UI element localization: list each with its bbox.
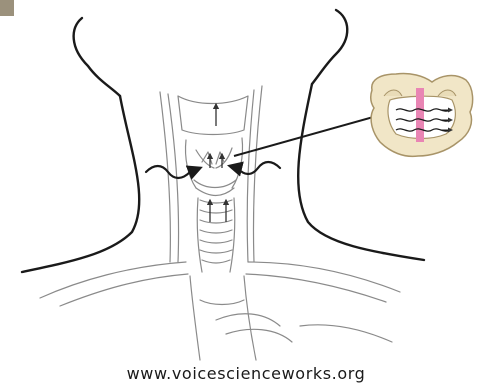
- trachea-ring-5: [200, 240, 232, 243]
- clavicle-right-1: [248, 262, 400, 292]
- jaw-outline-right: [312, 10, 347, 84]
- throat-line-right-1: [253, 86, 262, 262]
- clavicle-left-2: [60, 274, 188, 306]
- trachea-ring-6: [200, 250, 232, 253]
- trachea-wall-left: [197, 198, 202, 272]
- clavicle-left-1: [40, 262, 186, 298]
- throat-line-left-1: [160, 92, 170, 262]
- sternum-right: [244, 276, 256, 360]
- internal-structures: [40, 86, 400, 360]
- vocal-fold-motion: [146, 162, 280, 178]
- trachea-ring-3: [200, 220, 232, 223]
- epiglottis: [178, 96, 248, 135]
- thyroid-right: [232, 138, 243, 188]
- rib-lower-2: [226, 329, 292, 342]
- website-caption: www.voicescienceworks.org: [0, 364, 492, 383]
- trachea-ring-1: [200, 200, 232, 203]
- sternal-notch: [200, 300, 244, 305]
- trachea-wall-right: [230, 198, 235, 272]
- clavicle-right-2: [246, 274, 386, 302]
- vocal-fold-highlight: [416, 88, 424, 142]
- jaw-outline-left: [74, 18, 120, 96]
- wavy-arrow-icon: [146, 166, 200, 178]
- inset-pointer-line: [234, 114, 384, 156]
- cricoid-upper: [194, 180, 236, 188]
- trachea-ring-2: [200, 210, 232, 213]
- larynx-diagram: [0, 0, 492, 362]
- trachea-ring-7: [202, 260, 230, 263]
- arytenoid-right: [216, 152, 224, 164]
- trachea-ring-4: [200, 230, 232, 233]
- sternum-left: [190, 276, 200, 360]
- glottis-left: [196, 150, 214, 168]
- cricoid-lower: [196, 188, 234, 196]
- rib-lower-3: [300, 325, 392, 342]
- neck-outline-left: [22, 96, 139, 272]
- larynx-top-view-inset: [371, 73, 473, 156]
